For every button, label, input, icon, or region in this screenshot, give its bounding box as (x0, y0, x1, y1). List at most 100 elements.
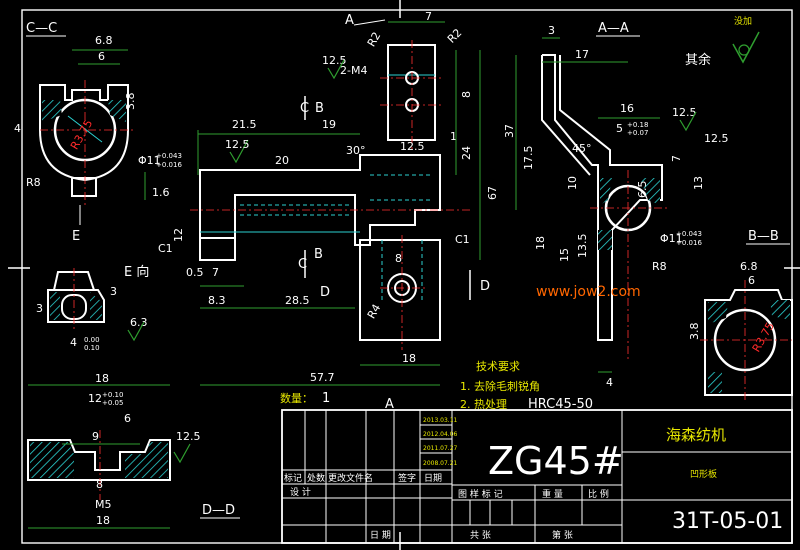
svg-text:6: 6 (124, 412, 131, 425)
svg-text:18: 18 (534, 236, 547, 250)
svg-text:0.00: 0.00 (84, 336, 100, 344)
svg-text:12.5: 12.5 (225, 138, 250, 151)
svg-text:21.5: 21.5 (232, 118, 257, 131)
svg-text:18: 18 (402, 352, 416, 365)
svg-text:12.5: 12.5 (400, 140, 425, 153)
svg-text:3: 3 (110, 285, 117, 298)
svg-text:10: 10 (566, 176, 579, 190)
row-header: 标记 (284, 472, 302, 484)
svg-text:12: 12 (88, 392, 102, 405)
svg-text:C1: C1 (455, 233, 470, 246)
svg-text:3: 3 (548, 24, 555, 37)
svg-text:A: A (345, 13, 354, 28)
svg-text:1: 1 (450, 130, 457, 143)
svg-text:28.5: 28.5 (285, 294, 310, 307)
svg-text:37: 37 (503, 124, 516, 138)
svg-text:19: 19 (322, 118, 336, 131)
svg-text:技术要求: 技术要求 (476, 360, 520, 373)
svg-text:+0.043: +0.043 (156, 152, 182, 160)
technical-notes: 技术要求 1. 去除毛刺锐角 2. 热处理 HRC45-50 数量： 1 (280, 360, 593, 412)
view-label-aa: A—A (598, 21, 629, 36)
svg-text:M5: M5 (95, 498, 112, 511)
svg-text:E: E (72, 229, 80, 244)
svg-text:45°: 45° (572, 142, 592, 155)
svg-text:9: 9 (92, 430, 99, 443)
svg-text:12.5: 12.5 (322, 54, 347, 67)
svg-text:没加: 没加 (734, 16, 752, 27)
svg-text:67: 67 (486, 186, 499, 200)
svg-text:+0.05: +0.05 (102, 399, 123, 407)
svg-text:+0.016: +0.016 (676, 239, 702, 247)
sheet-label: 第 张 (552, 529, 573, 541)
svg-text:3: 3 (36, 302, 43, 315)
svg-text:其余: 其余 (685, 52, 711, 68)
material: ZG45# (488, 439, 624, 483)
svg-text:R8: R8 (26, 176, 41, 189)
view-label-cc: C—C (26, 21, 57, 36)
svg-text:HRC45-50: HRC45-50 (528, 397, 593, 412)
svg-text:8: 8 (395, 252, 402, 265)
svg-text:C: C (298, 257, 307, 272)
svg-text:6.8: 6.8 (95, 34, 113, 47)
svg-text:7: 7 (212, 266, 219, 279)
svg-text:数量：: 数量： (280, 392, 313, 405)
svg-text:17.5: 17.5 (522, 146, 535, 171)
drawing-mark-label: 图 样 标 记 (458, 488, 503, 500)
svg-text:3.8: 3.8 (688, 323, 701, 341)
svg-text:7: 7 (670, 155, 683, 162)
row-header: 日期 (424, 473, 442, 484)
svg-text:2-M4: 2-M4 (340, 64, 367, 77)
svg-text:0.10: 0.10 (84, 344, 100, 352)
weight-label: 重 量 (542, 488, 563, 500)
svg-text:1. 去除毛刺锐角: 1. 去除毛刺锐角 (460, 379, 540, 393)
svg-text:+0.043: +0.043 (676, 230, 702, 238)
svg-text:1.6: 1.6 (152, 186, 170, 199)
svg-text:D: D (320, 285, 330, 300)
svg-text:18: 18 (96, 514, 110, 527)
watermark: www.jow2.com (536, 284, 641, 300)
drawing-number: 31T-05-01 (672, 509, 783, 534)
svg-text:R3.75: R3.75 (68, 117, 95, 151)
company-name: 海森纺机 (666, 426, 726, 444)
svg-text:6: 6 (98, 50, 105, 63)
svg-text:17: 17 (575, 48, 589, 61)
scale-label: 比 例 (588, 488, 609, 500)
svg-text:D: D (480, 279, 490, 294)
svg-text:13.5: 13.5 (576, 234, 589, 259)
lower-boss: 8 R4 18 C1 (359, 233, 470, 366)
view-e: E 向 3 4 0.00 0.10 6.3 3 (36, 264, 149, 352)
svg-text:C1: C1 (158, 242, 173, 255)
svg-text:4: 4 (606, 376, 613, 389)
part-name: 凹形板 (690, 468, 717, 480)
svg-text:16: 16 (620, 102, 634, 115)
svg-text:4: 4 (14, 122, 21, 135)
svg-text:6: 6 (748, 274, 755, 287)
rev-date: 2011.07.27 (423, 445, 458, 452)
row-header: 签字 (398, 472, 416, 484)
svg-text:B: B (315, 101, 324, 116)
rev-date: 2012.04.06 (423, 431, 458, 438)
svg-text:R8: R8 (652, 260, 667, 273)
svg-text:24: 24 (460, 146, 473, 160)
svg-text:57.7: 57.7 (310, 371, 335, 384)
svg-text:+0.10: +0.10 (102, 391, 123, 399)
section-markers: A A C B C B D D E (72, 13, 490, 412)
svg-text:+0.016: +0.016 (156, 161, 182, 169)
svg-text:A: A (385, 397, 394, 412)
section-dd: 18 12 +0.10 +0.05 6 9 M5 8 18 12.5 D—D (27, 372, 240, 529)
svg-text:6.5: 6.5 (636, 181, 649, 199)
date-label: 日 期 (370, 530, 391, 541)
svg-text:6.8: 6.8 (740, 260, 758, 273)
svg-text:12.5: 12.5 (704, 132, 729, 145)
total-sheets-label: 共 张 (470, 530, 491, 541)
svg-text:8: 8 (96, 478, 103, 491)
rev-date: 2008.07.21 (423, 460, 458, 467)
svg-text:15: 15 (558, 248, 571, 262)
svg-text:2. 热处理: 2. 热处理 (460, 398, 507, 411)
top-tab: 7 R2 R2 2-M4 12.5 8 24 67 1 12.5 (322, 10, 499, 260)
svg-text:E 向: E 向 (124, 264, 149, 280)
svg-text:Φ11: Φ11 (660, 232, 683, 245)
svg-text:8.3: 8.3 (208, 294, 226, 307)
svg-text:R2: R2 (365, 30, 384, 49)
